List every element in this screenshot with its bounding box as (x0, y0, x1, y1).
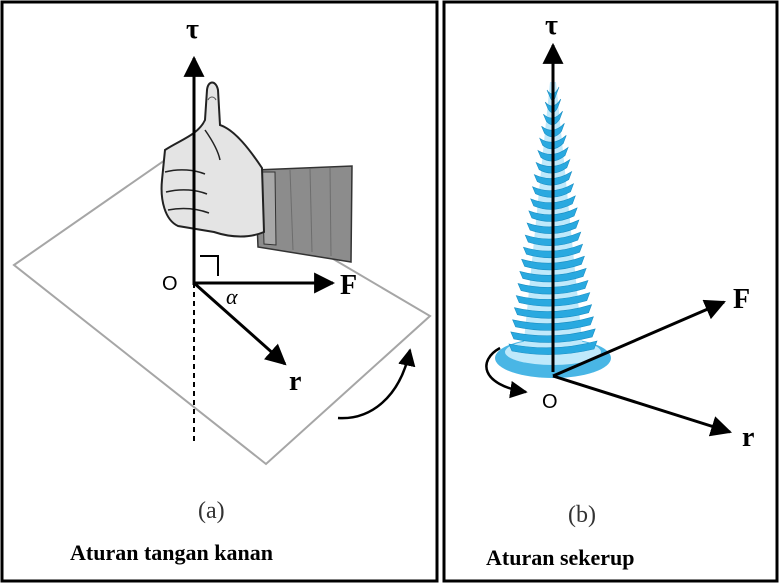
force-label: F (340, 270, 357, 301)
rotation-arrow (337, 348, 416, 420)
panel-b-frame (442, 0, 779, 583)
panel-a: τ O F α r (a) Aturan tangan kanan (12, 14, 432, 565)
origin-label-b: O (542, 391, 558, 413)
force-vector-b (552, 299, 726, 378)
tau-label-b: τ (545, 10, 558, 41)
panel-a-frame (0, 0, 439, 583)
force-label-b: F (733, 284, 750, 315)
position-vector-r-b (552, 374, 733, 437)
tau-label: τ (186, 14, 199, 45)
rotation-plane (12, 158, 432, 466)
right-angle-mark (200, 255, 219, 276)
r-label-b: r (742, 422, 754, 453)
hand-icon (160, 81, 353, 263)
rotation-arrow-b (485, 346, 528, 399)
panel-b: τ O F r (b) Aturan sekerup (485, 10, 754, 570)
angle-label: α (226, 284, 238, 309)
caption-a: Aturan tangan kanan (70, 540, 273, 565)
position-vector-r (193, 281, 287, 366)
caption-b: Aturan sekerup (486, 545, 635, 570)
r-label: r (289, 366, 301, 397)
sub-label-b: (b) (568, 502, 596, 528)
sub-label-a: (a) (198, 498, 225, 524)
origin-label: O (162, 273, 178, 295)
